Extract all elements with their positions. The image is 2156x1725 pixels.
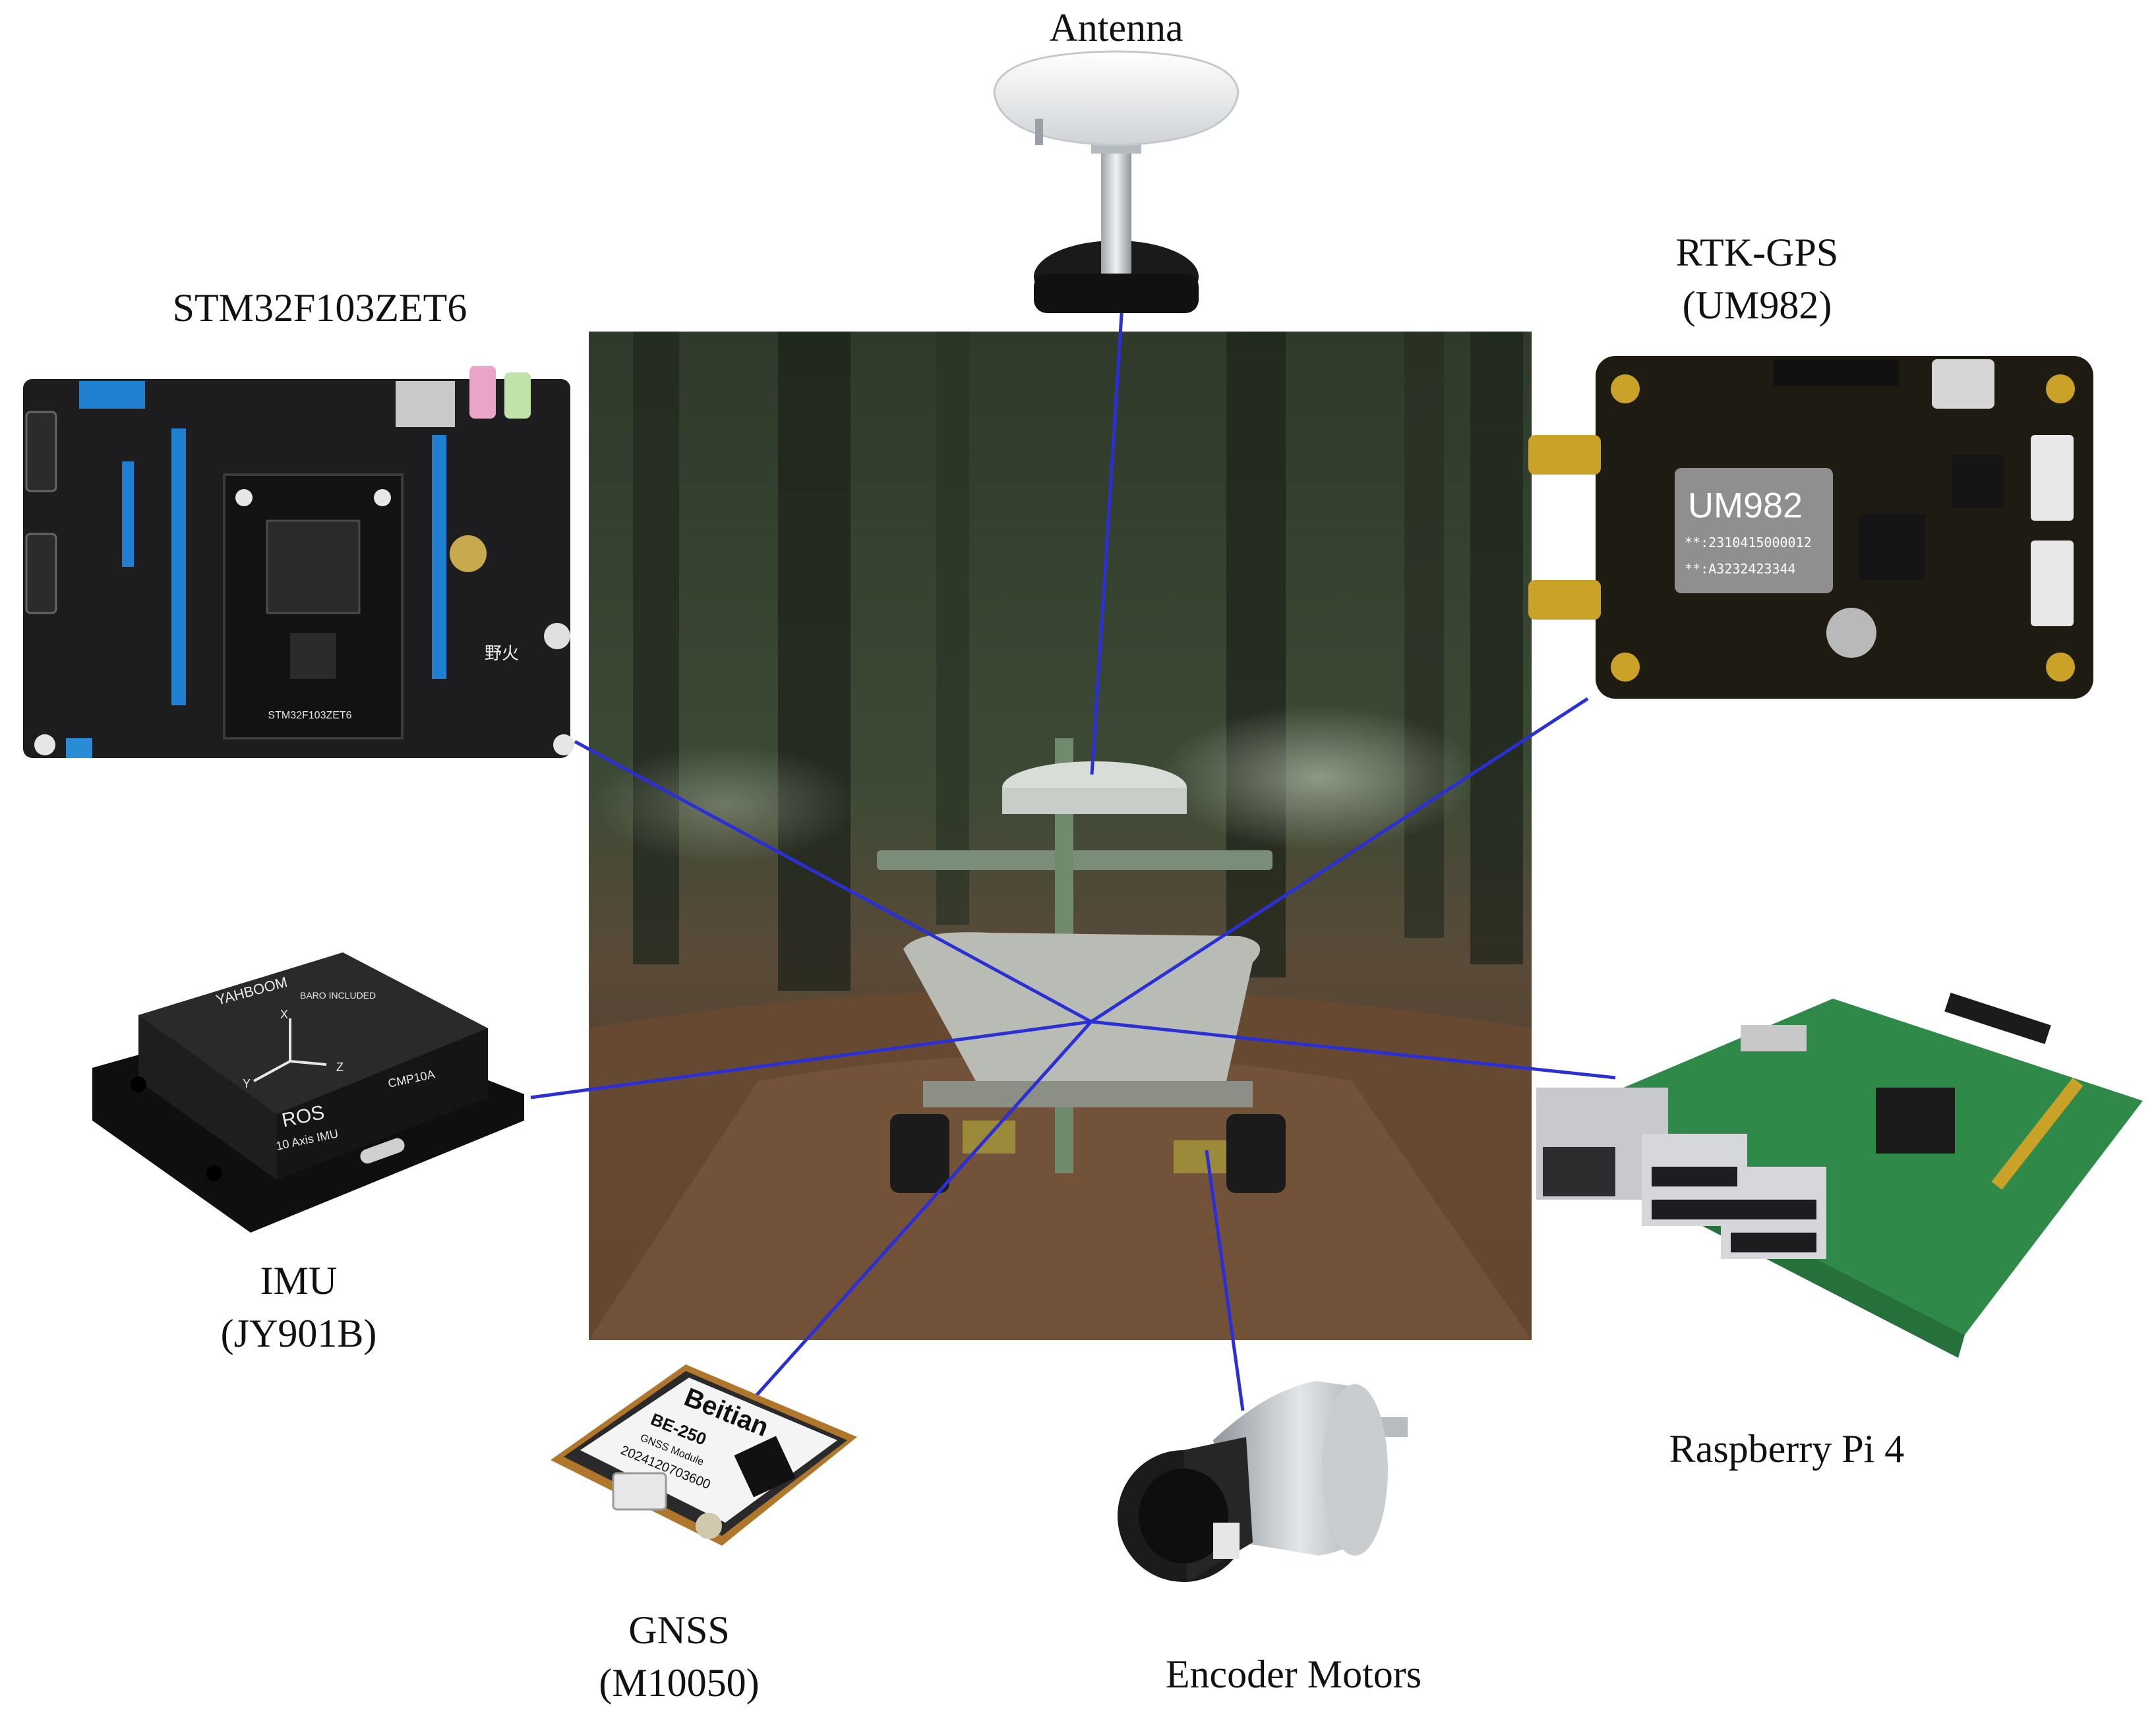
um982-serial-marking: **:2310415000012: [1685, 535, 1812, 550]
line-antenna: [1090, 304, 1124, 775]
line-motors: [1205, 1150, 1245, 1411]
raspberry-pi-image: [1536, 993, 2143, 1358]
line-imu: [530, 1020, 1092, 1099]
um982-chip-marking: UM982: [1688, 486, 1803, 525]
label-rtk-line1: RTK-GPS: [1676, 231, 1838, 274]
label-antenna: Antenna: [1049, 6, 1183, 49]
label-imu-line1: IMU: [260, 1259, 338, 1302]
gnss-module-image: Beitian BE-250 GNSS Module 2024120703600: [551, 1364, 857, 1546]
antenna-image: [993, 50, 1240, 313]
line-rtk: [1090, 697, 1589, 1024]
label-motors: Encoder Motors: [1166, 1652, 1422, 1696]
imu-axis-z: Z: [336, 1061, 344, 1074]
robot-photo: [589, 332, 1532, 1340]
line-rpi: [1091, 1020, 1616, 1080]
label-rtk-line2: (UM982): [1683, 283, 1832, 327]
encoder-motor-image: [1118, 1381, 1408, 1582]
imu-baro-marking: BARO INCLUDED: [300, 990, 376, 1001]
rtk-gps-board-image: UM982 **:2310415000012 **:A3232423344: [1528, 356, 2093, 699]
label-gnss-line2: (M10050): [599, 1661, 759, 1705]
imu-module-image: YAHBOOM BARO INCLUDED X Y Z ROS 10 Axis …: [92, 952, 524, 1233]
label-rpi: Raspberry Pi 4: [1669, 1427, 1905, 1471]
label-gnss-line1: GNSS: [628, 1608, 729, 1652]
stm32-board-image: STM32F103ZET6 野火: [23, 366, 574, 758]
connector-lines: [530, 304, 1616, 1411]
label-imu-line2: (JY901B): [221, 1312, 377, 1355]
line-gnss: [750, 1020, 1093, 1402]
line-stm32: [574, 740, 1093, 1024]
stm32-chip-marking: STM32F103ZET6: [268, 710, 351, 721]
um982-code-marking: **:A3232423344: [1685, 561, 1796, 577]
label-stm32: STM32F103ZET6: [173, 286, 467, 330]
imu-axis-y: Y: [243, 1077, 251, 1090]
imu-axis-x: X: [280, 1008, 288, 1021]
stm32-brand-marking: 野火: [485, 643, 519, 663]
